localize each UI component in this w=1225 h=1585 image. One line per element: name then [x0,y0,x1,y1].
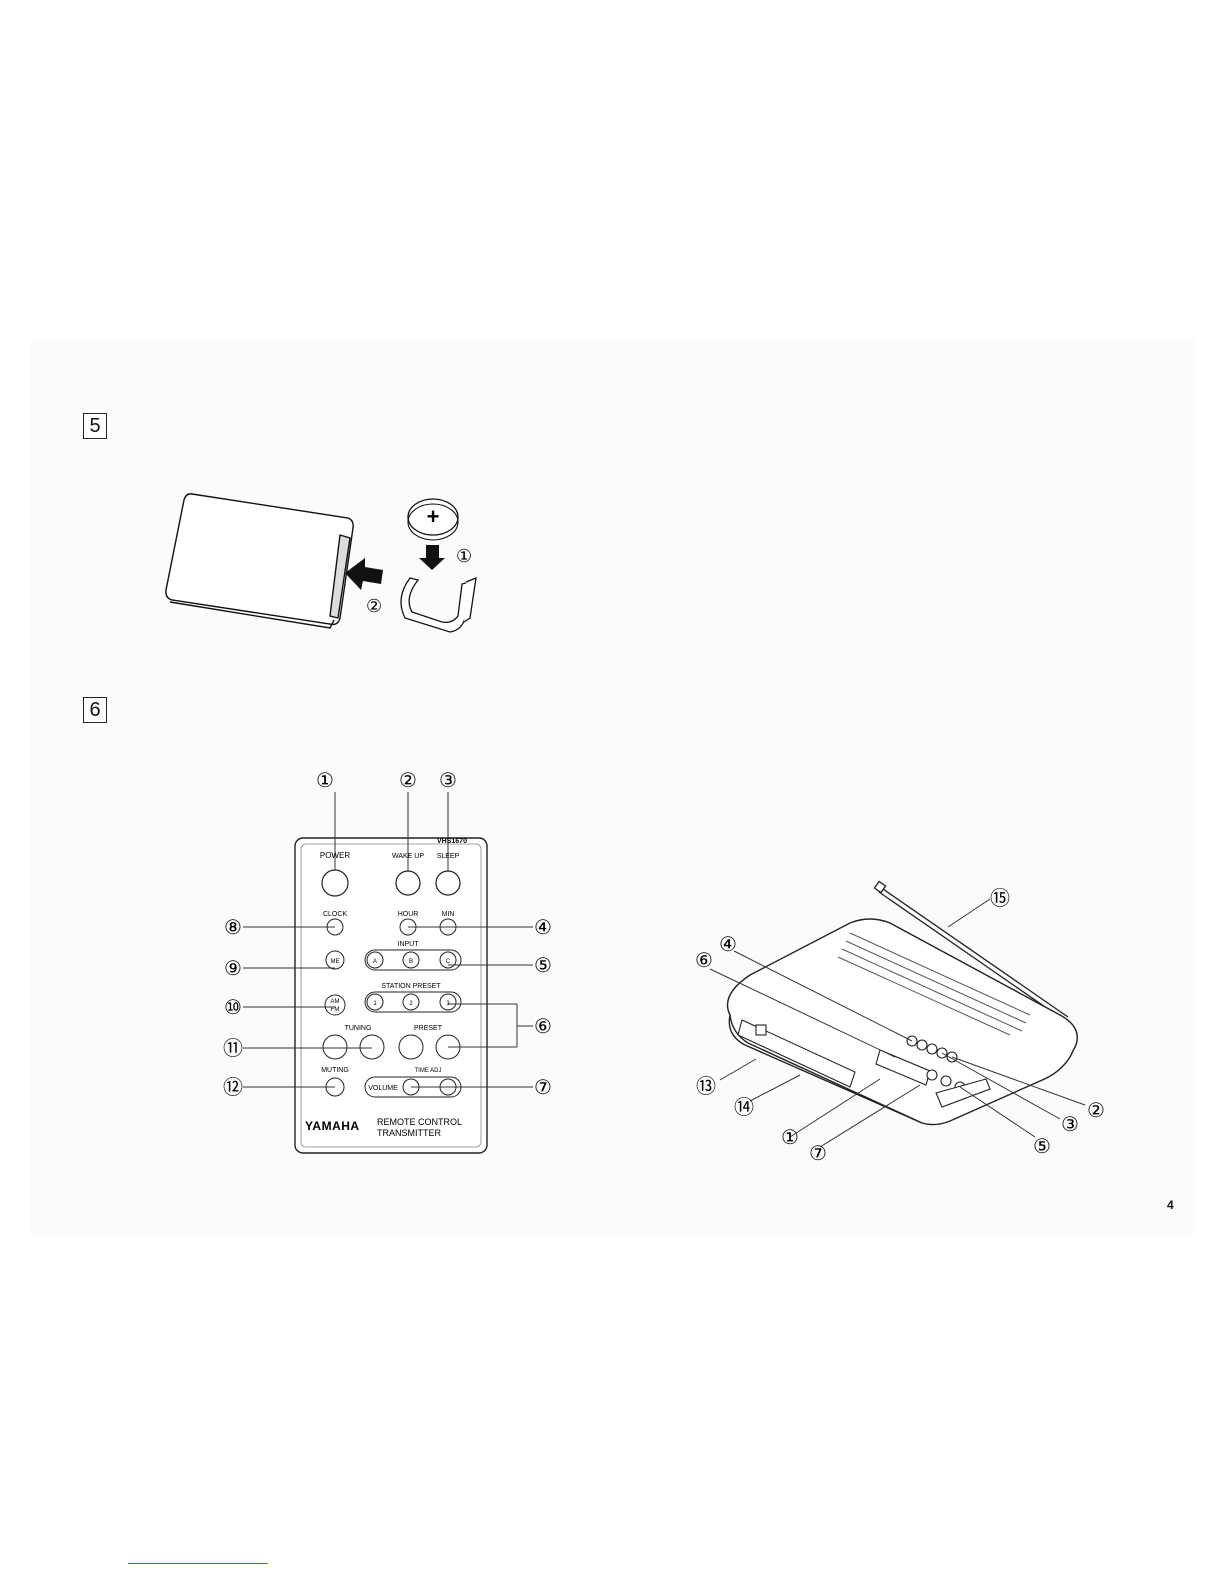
tuning-up-button[interactable] [360,1035,384,1059]
input-a-label: A [373,959,377,965]
callout-12: ⑫ [223,1076,243,1099]
battery-coin: + [408,499,458,540]
callout-10: ⑩ [224,997,242,1019]
tuning-down-button[interactable] [323,1035,347,1059]
label-min: MIN [442,911,455,918]
sleep-button[interactable] [436,871,460,895]
down-arrow [419,545,445,570]
unit-button [941,1076,951,1086]
unit-callout-15: ⑮ [990,887,1010,910]
callout-2: ② [399,770,417,792]
label-wakeup: WAKE UP [392,853,424,860]
remote-footer-line2: TRANSMITTER [377,1128,441,1138]
remote-control-diagram: ① ② ③ VHS1670 POWER WAKE UP SLEEP CLOCK … [215,760,565,1160]
label-sleep: SLEEP [437,853,460,860]
battery-plus-sign: + [427,504,440,529]
model-number: VHS1670 [437,838,467,845]
callout-4: ④ [534,917,552,939]
battery-replacement-illustration: + ① ② [150,490,490,640]
label-am: AM [331,999,340,1005]
label-clock: CLOCK [323,911,347,918]
callout-5: ⑤ [534,955,552,977]
label-fm: FM [331,1007,340,1013]
unit-callout-2: ② [1087,1100,1105,1122]
wakeup-button[interactable] [396,871,420,895]
bottom-rule [128,1563,268,1564]
brand-logo: YAMAHA [305,1119,360,1133]
preset-down-button[interactable] [399,1035,423,1059]
label-me: ME [331,959,340,965]
label-power: POWER [320,851,350,860]
callout-6: ⑥ [534,1016,552,1038]
label-time-adj: TIME ADJ [414,1068,441,1074]
label-volume: VOLUME [368,1085,398,1092]
unit-body [728,919,1078,1125]
battery-holder [401,578,476,632]
label-muting: MUTING [321,1067,349,1074]
label-station-preset: STATION PRESET [381,983,441,990]
input-b-label: B [409,959,413,965]
unit-button [927,1070,937,1080]
unit-callout-4: ④ [719,934,737,956]
label-preset: PRESET [414,1025,443,1032]
input-c-label: C [446,959,451,965]
page-number: 4 [1167,1198,1174,1212]
insert-arrow [345,558,383,590]
remote-footer-line1: REMOTE CONTROL [377,1117,462,1127]
section-5-marker: 5 [83,413,107,439]
callout-3: ③ [439,770,457,792]
unit-callout-3: ③ [1061,1114,1079,1136]
unit-button [927,1044,937,1054]
callout-8: ⑧ [224,917,242,939]
label-tuning: TUNING [345,1025,372,1032]
power-button[interactable] [322,870,348,896]
remote-case [166,494,353,628]
unit-button [917,1040,927,1050]
label-input: INPUT [398,941,420,948]
unit-callout-1: ① [781,1127,799,1149]
unit-callout-13: ⑬ [696,1075,716,1098]
unit-callout-5: ⑤ [1033,1136,1051,1158]
callout-7: ⑦ [534,1077,552,1099]
section-6-marker: 6 [83,697,107,723]
unit-callout-6: ⑥ [695,950,713,972]
battery-step-1: ① [456,546,472,566]
callout-1: ① [316,770,334,792]
battery-step-2: ② [366,596,382,616]
main-unit-diagram: ⑮ ④ ⑥ ⑬ ⑭ ① ⑦ ② ③ ⑤ [690,875,1120,1175]
label-hour: HOUR [398,911,419,918]
unit-callout-14: ⑭ [734,1096,754,1119]
unit-callout-7: ⑦ [809,1143,827,1165]
callout-11: ⑪ [223,1037,243,1060]
callout-9: ⑨ [224,958,242,980]
